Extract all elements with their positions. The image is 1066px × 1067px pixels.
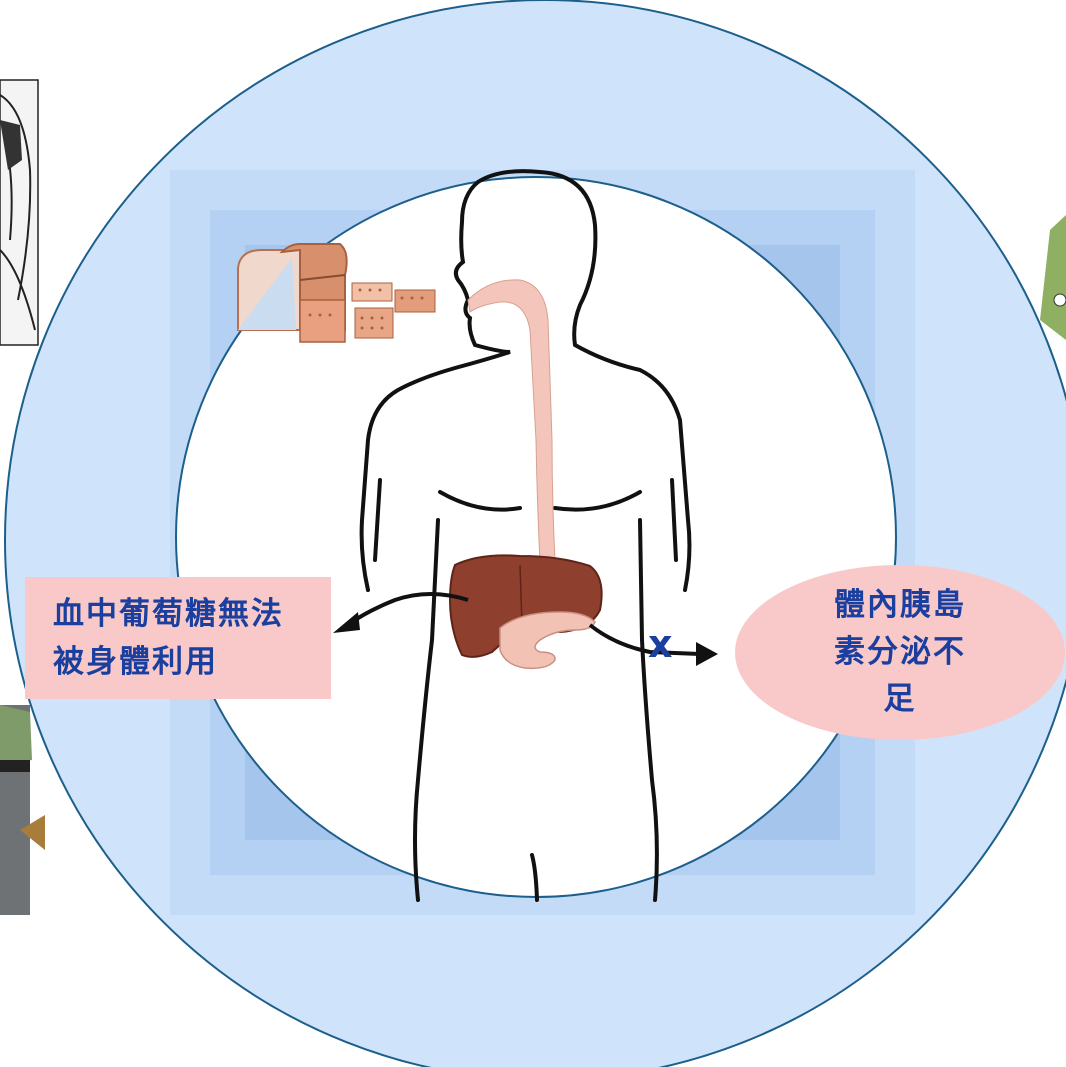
person-figure-image <box>0 705 45 915</box>
blood-glucose-label: 血中葡萄糖無法被身體利用 <box>53 590 303 686</box>
green-tag-image <box>1040 215 1066 340</box>
blood-glucose-label-box: 血中葡萄糖無法被身體利用 <box>25 577 331 699</box>
insulin-label: 體內胰島素分泌不足 <box>825 582 975 723</box>
woman-sketch-image <box>0 80 38 345</box>
blocked-x-mark: x <box>648 622 673 666</box>
insulin-label-ellipse: 體內胰島素分泌不足 <box>735 565 1065 740</box>
